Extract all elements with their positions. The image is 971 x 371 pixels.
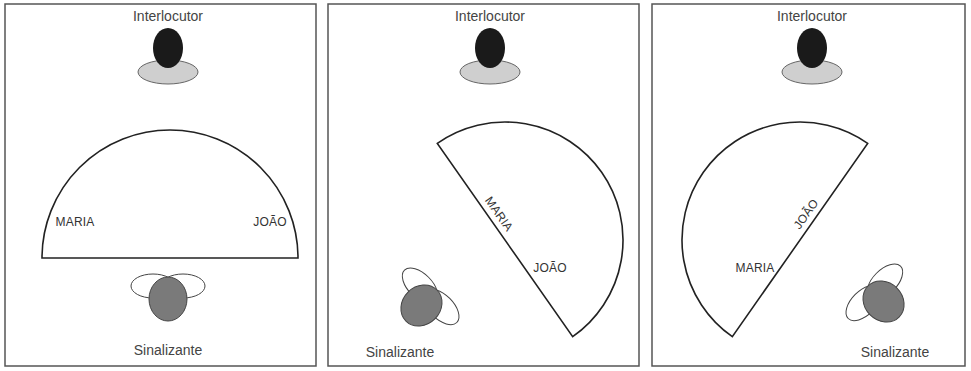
semicircle-outline — [387, 122, 623, 358]
figure-label: Sinalizante — [366, 345, 435, 359]
interlocutor-figure — [138, 28, 198, 84]
interlocutor-figure — [782, 28, 842, 84]
signing-space: MARIAJOÃO — [387, 122, 623, 358]
signer-figure — [380, 262, 466, 348]
semicircle-outline — [42, 130, 298, 258]
semicircle-outline — [42, 130, 298, 371]
panel-frame — [5, 4, 316, 366]
signing-space: MARIA JOÃO — [42, 130, 298, 371]
semicircle-outline — [636, 76, 868, 337]
person-name: JOÃO — [253, 216, 286, 228]
person-name: MARIA — [735, 262, 774, 274]
signing-space: MARIAJOÃO — [682, 122, 918, 358]
interlocutor-figure — [460, 28, 520, 84]
figure-label: Sinalizante — [861, 345, 930, 359]
signer-figure — [131, 274, 205, 321]
person-name: MARIA — [55, 216, 94, 228]
semicircle-outline — [437, 76, 669, 337]
figure-label: Interlocutor — [455, 9, 525, 23]
person-name: JOÃO — [533, 262, 566, 274]
figure-label: Interlocutor — [133, 9, 203, 23]
figure-label: Sinalizante — [134, 343, 203, 357]
semicircle-outline — [682, 122, 918, 358]
figure-label: Interlocutor — [777, 9, 847, 23]
signer-figure — [840, 258, 926, 344]
